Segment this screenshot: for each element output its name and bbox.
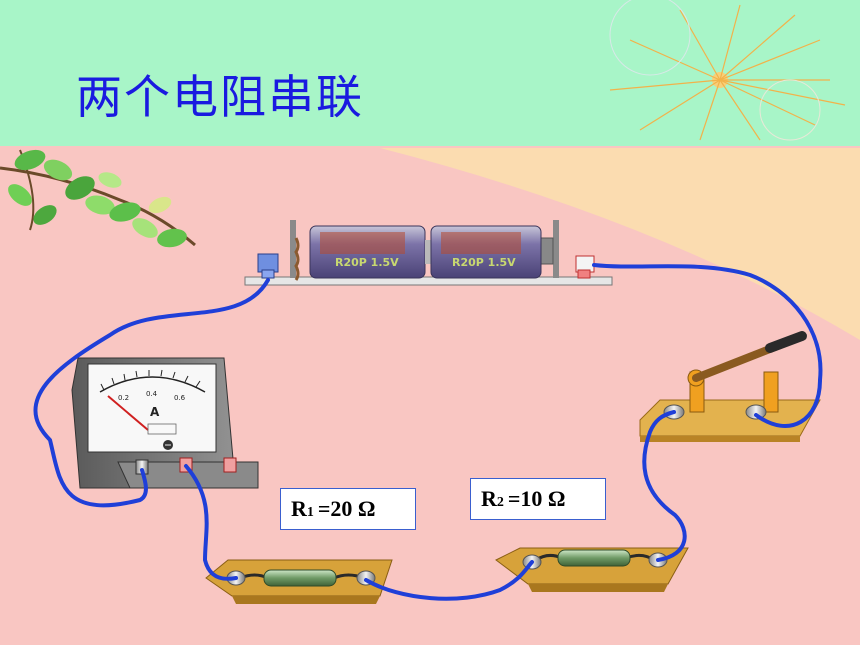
ammeter: 0.2 0.4 0.6 A — [71, 357, 259, 489]
resistor-subscript: 1 — [306, 505, 314, 520]
leaves-decoration-icon — [0, 149, 196, 248]
ammeter-needle — [107, 395, 149, 431]
resistor-board-2 — [495, 547, 689, 592]
wire-battery-to-ammeter — [33, 278, 270, 508]
battery-label: R20P 1.5V — [335, 256, 399, 269]
wires — [33, 263, 823, 601]
battery-cell: R20P 1.5V — [430, 225, 542, 279]
ammeter-scale-label: 0.6 — [174, 394, 186, 402]
wire-ammeter-to-r1 — [184, 464, 238, 581]
ammeter-scale-label: 0.2 — [118, 394, 129, 402]
wire-r1-to-r2 — [364, 560, 534, 601]
resistor-symbol: R — [481, 486, 497, 511]
battery-cell: R20P 1.5V — [309, 225, 431, 279]
resistor-body-icon — [263, 569, 337, 587]
ammeter-dial — [87, 363, 217, 453]
background-wedge — [380, 148, 860, 340]
resistor-subscript: 2 — [496, 495, 504, 510]
battery-holder — [244, 220, 613, 286]
switch-terminal — [745, 404, 767, 420]
resistor-board-1 — [205, 559, 393, 604]
resistor-value: =20 Ω — [317, 496, 376, 521]
resistor-value: =10 Ω — [507, 486, 566, 511]
page-title: 两个电阻串联 — [76, 70, 364, 124]
spring-icon — [294, 237, 300, 281]
knife-switch — [639, 331, 821, 442]
battery-negative-terminal — [257, 253, 279, 279]
resistor-symbol: R — [291, 496, 307, 521]
wire-r2-to-switch — [642, 410, 687, 562]
ammeter-scale-label: 0.4 — [146, 390, 158, 398]
resistor-body-icon — [557, 549, 631, 567]
wire-switch-to-battery — [592, 263, 823, 428]
switch-handle-icon — [765, 331, 807, 353]
battery-label: R20P 1.5V — [452, 256, 516, 269]
ammeter-unit-symbol: A — [150, 405, 160, 419]
ammeter-terminal — [223, 457, 237, 473]
dandelion-decoration-icon — [609, 0, 846, 141]
